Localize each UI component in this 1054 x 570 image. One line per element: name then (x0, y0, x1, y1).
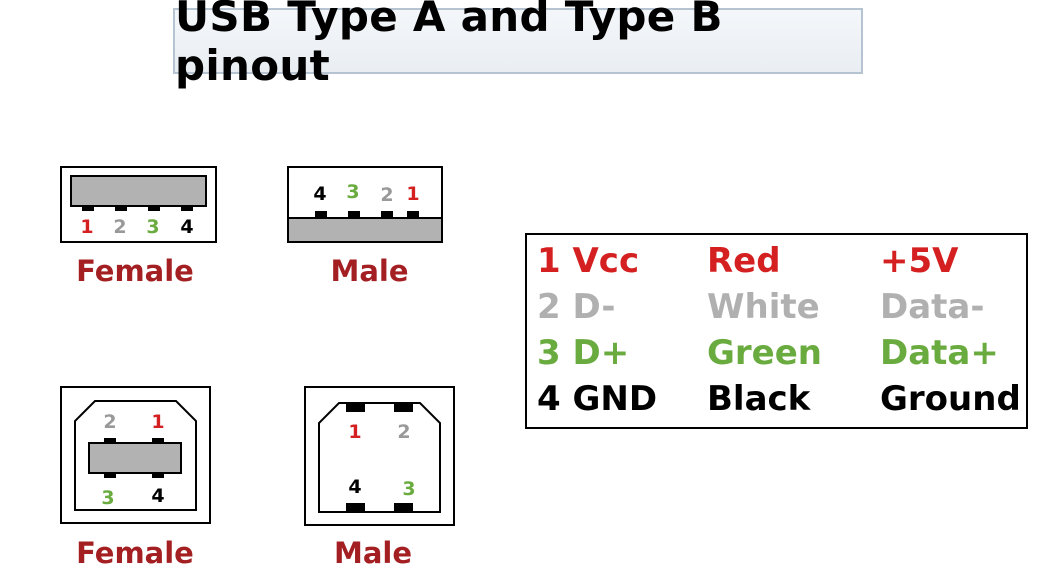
connector-tongue (289, 218, 441, 241)
pin-name: 3 D+ (537, 333, 630, 373)
pin-contact (394, 402, 413, 412)
pin-label: 2 (397, 421, 410, 443)
usb-type-b-male-diagram: 1 2 4 3 (304, 386, 455, 526)
usb-type-a-male-diagram: 4 3 2 1 (287, 166, 443, 243)
pin-contact (381, 211, 393, 218)
wire-color: Red (707, 241, 781, 281)
pin-contact (315, 211, 327, 218)
pin-label: 3 (346, 181, 359, 203)
pin-label: 2 (113, 216, 126, 238)
connector-tongue (88, 442, 182, 474)
title-box: USB Type A and Type B pinout (173, 0, 863, 90)
pin-contact (152, 473, 164, 478)
pin-name: 4 GND (537, 379, 658, 419)
pin-contact (181, 206, 193, 211)
usb-type-a-female-diagram: 1 2 3 4 (60, 166, 217, 243)
pinout-row-gnd: 4 GND Black Ground (527, 379, 1026, 425)
signal: +5V (880, 241, 959, 281)
pinout-row-vcc: 1 Vcc Red +5V (527, 241, 1026, 287)
usb-type-b-female-diagram: 2 1 3 4 (60, 386, 211, 524)
pin-contact (348, 211, 360, 218)
pin-contact (104, 438, 116, 443)
pin-label: 2 (103, 411, 116, 433)
wire-color: Green (707, 333, 822, 373)
pin-label: 3 (402, 478, 415, 500)
pin-label: 3 (146, 216, 159, 238)
pin-label: 1 (348, 421, 361, 443)
pin-contact (346, 402, 365, 412)
pin-contact (104, 473, 116, 478)
connector-shell (318, 402, 441, 513)
pin-contact (394, 503, 413, 513)
pinout-table: 1 Vcc Red +5V 2 D- White Data- 3 D+ Gree… (525, 233, 1028, 429)
pin-name: 1 Vcc (537, 241, 640, 281)
type-a-female-label: Female (76, 254, 194, 288)
type-a-male-label: Male (330, 254, 409, 288)
pin-name: 2 D- (537, 287, 616, 327)
pin-label: 1 (406, 183, 419, 205)
pin-contact (82, 206, 94, 211)
type-b-male-label: Male (333, 536, 413, 570)
pin-label: 2 (380, 184, 393, 206)
connector-tongue (70, 175, 207, 207)
pin-label: 4 (180, 216, 193, 238)
pin-label: 3 (101, 487, 114, 509)
pin-label: 4 (348, 476, 361, 498)
pinout-row-d-minus: 2 D- White Data- (527, 287, 1026, 333)
pin-contact (407, 211, 419, 218)
pin-label: 1 (80, 216, 93, 238)
pin-label: 1 (151, 411, 164, 433)
pin-contact (148, 206, 160, 211)
signal: Data+ (880, 333, 999, 373)
wire-color: White (707, 287, 820, 327)
signal: Ground (880, 379, 1021, 419)
pin-contact (152, 438, 164, 443)
wire-color: Black (707, 379, 811, 419)
type-b-female-label: Female (76, 536, 194, 570)
pinout-row-d-plus: 3 D+ Green Data+ (527, 333, 1026, 379)
page-title: USB Type A and Type B pinout (175, 0, 723, 90)
pin-contact (115, 206, 127, 211)
signal: Data- (880, 287, 985, 327)
pin-label: 4 (313, 183, 326, 205)
pin-label: 4 (151, 485, 164, 507)
pin-contact (346, 503, 365, 513)
